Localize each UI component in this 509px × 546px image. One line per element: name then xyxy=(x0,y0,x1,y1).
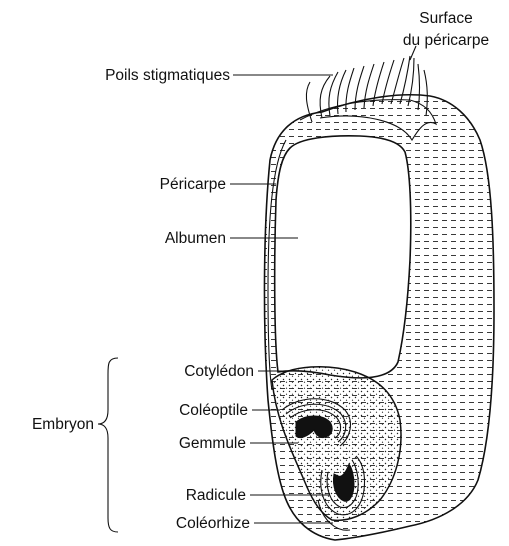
label-gemmule: Gemmule xyxy=(179,435,246,452)
embryon-brace xyxy=(98,358,118,532)
label-coleoptile: Coléoptile xyxy=(179,402,248,419)
label-poils-stigmatiques: Poils stigmatiques xyxy=(105,67,230,84)
label-albumen: Albumen xyxy=(165,230,226,247)
albumen-region xyxy=(275,136,411,378)
label-surface-line2: du péricarpe xyxy=(403,32,489,49)
label-coleorhize: Coléorhize xyxy=(176,515,250,532)
label-radicule: Radicule xyxy=(186,487,246,504)
label-surface-line1: Surface xyxy=(419,10,472,27)
label-pericarpe: Péricarpe xyxy=(160,176,226,193)
label-embryon: Embryon xyxy=(32,416,94,433)
label-cotyledon: Cotylédon xyxy=(184,363,254,380)
